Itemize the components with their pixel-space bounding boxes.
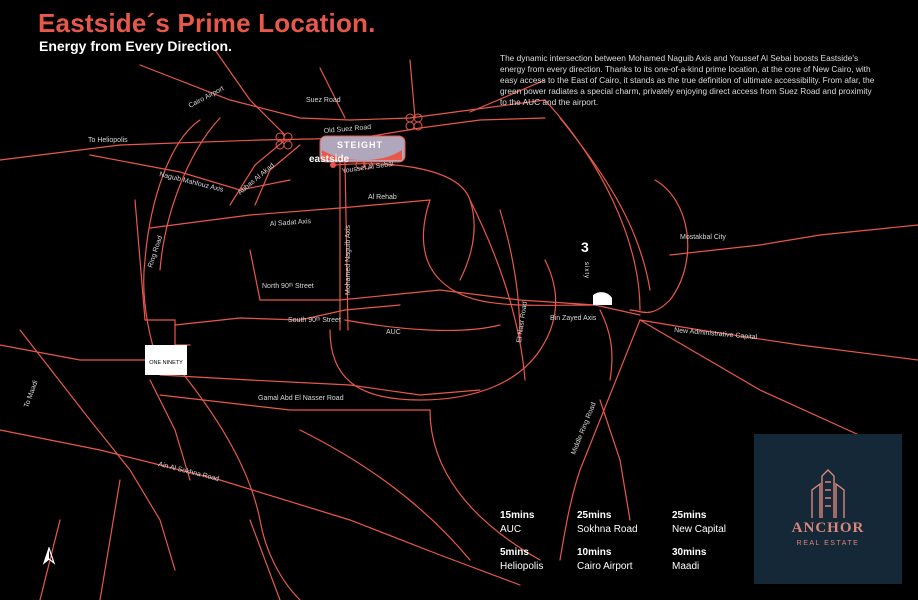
travel-time-item: 25mins Sokhna Road	[577, 510, 657, 535]
label-north-90: North 90ᵗʰ Street	[262, 283, 314, 290]
travel-place: Maadi	[672, 561, 700, 572]
travel-time-item: 5mins Heliopolis	[500, 547, 580, 572]
label-ain-al-sokhna: Ain Al Sokhna Road	[158, 461, 220, 483]
travel-place: AUC	[500, 524, 522, 535]
steight-marker[interactable]	[319, 135, 406, 163]
label-bin-zayed-axis: Bin Zayed Axis	[550, 315, 597, 322]
label-old-suez-road: Old Suez Road	[324, 124, 372, 135]
travel-time: 25mins	[672, 510, 707, 521]
travel-place: New Capital	[672, 524, 726, 535]
travel-place: Heliopolis	[500, 561, 544, 572]
travel-time: 5mins	[500, 547, 529, 558]
travel-time-item: 10mins Cairo Airport	[577, 547, 657, 572]
label-auc: AUC	[386, 329, 401, 336]
label-cairo-airport: Cairo Airport	[188, 85, 226, 109]
brand-tagline: REAL ESTATE	[796, 540, 860, 547]
label-el-nasr-road: El Nasr Road	[516, 301, 529, 343]
travel-time: 10mins	[577, 547, 612, 558]
label-mostakbal-city: Mostakbal City	[680, 234, 726, 241]
three-sixty-sub: sixty	[583, 262, 589, 279]
travel-place: Sokhna Road	[577, 524, 638, 535]
label-abbas-al-akad: Abbas Al Akad	[237, 162, 276, 196]
label-youssef-al-sebai: Youssef Al Sebai	[341, 161, 394, 175]
label-mohamed-naguib-axis: Mohamed Naguib Axis	[345, 224, 352, 295]
travel-time-item: 25mins New Capital	[672, 510, 752, 535]
travel-time: 30mins	[672, 547, 707, 558]
label-gamal-abd: Gamal Abd El Nasser Road	[258, 395, 344, 402]
three-sixty-logo[interactable]: 3	[581, 239, 589, 255]
brand-name: ANCHOR	[791, 520, 865, 536]
travel-time-item: 15mins AUC	[500, 510, 580, 535]
label-middle-ring-road: Middle Ring Road	[570, 401, 597, 455]
travel-time: 25mins	[577, 510, 612, 521]
page-subtitle: Energy from Every Direction.	[39, 38, 232, 54]
label-new-admin-capital: New Administrative Capital	[674, 327, 758, 341]
north-arrow-icon	[42, 547, 56, 565]
travel-time: 15mins	[500, 510, 535, 521]
label-suez-road: Suez Road	[306, 97, 341, 104]
label-south-90: South 90ᵗʰ Street	[288, 317, 341, 324]
anchor-brand-box[interactable]: ANCHOR REAL ESTATE	[754, 434, 902, 584]
travel-time-item: 30mins Maadi	[672, 547, 752, 572]
label-to-maadi: To Maadi	[23, 379, 39, 409]
one-ninety-marker[interactable]	[145, 345, 187, 375]
travel-place: Cairo Airport	[577, 561, 633, 572]
label-to-heliopolis: To Heliopolis	[88, 137, 128, 144]
eastside-marker[interactable]: eastside	[309, 154, 349, 165]
steight-label: STEIGHT	[337, 140, 383, 150]
label-al-rehab: Al Rehab	[368, 194, 397, 201]
label-al-sadat-axis: Al Sadat Axis	[270, 218, 312, 228]
three-sixty-marker	[593, 292, 612, 305]
page-title: Eastside´s Prime Location.	[38, 8, 376, 38]
anchor-logo-icon	[811, 469, 845, 518]
description-text: The dynamic intersection between Mohamed…	[500, 53, 875, 107]
one-ninety-label: ONE NINETY	[149, 360, 183, 366]
